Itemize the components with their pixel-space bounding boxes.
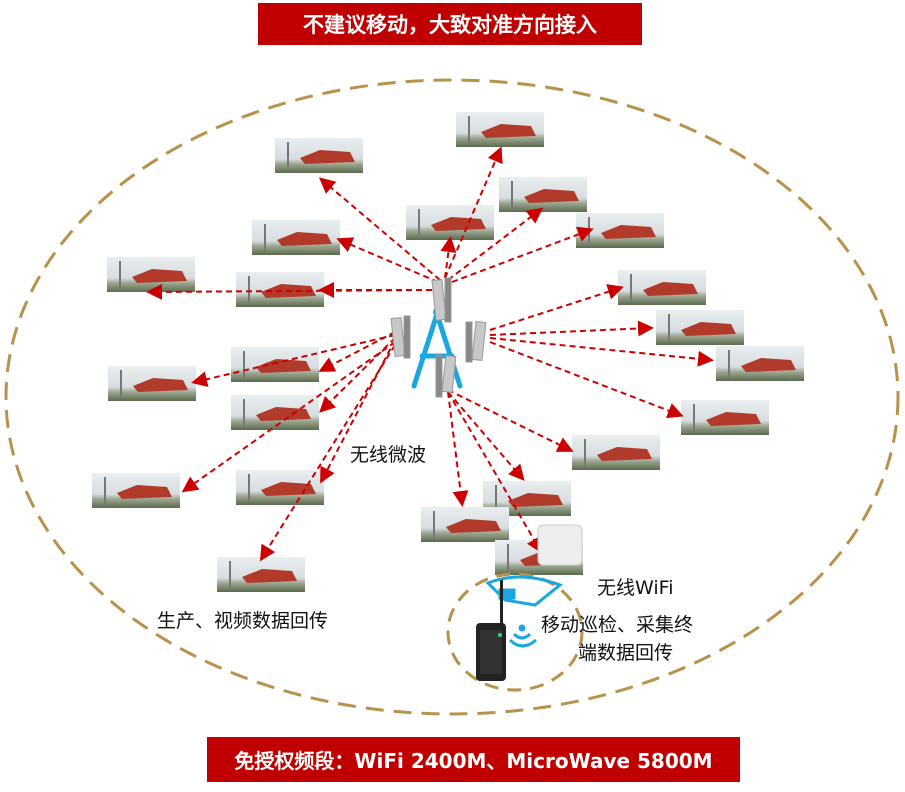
site-photo xyxy=(108,366,196,401)
site-photo xyxy=(231,395,319,430)
site-photo xyxy=(107,257,195,292)
production-label: 生产、视频数据回传 xyxy=(157,610,329,632)
link-arrow xyxy=(320,339,396,484)
site-photo xyxy=(618,270,706,305)
wifi-label: 无线WiFi xyxy=(597,577,674,599)
link-arrow xyxy=(489,341,684,419)
link-arrow xyxy=(336,237,439,283)
link-arrow xyxy=(146,283,433,300)
link-arrow xyxy=(318,177,441,281)
link-arrow xyxy=(319,337,396,413)
top-banner: 不建议移动，大致对准方向接入 xyxy=(258,3,642,45)
site-photo xyxy=(231,347,319,382)
site-photo xyxy=(275,138,363,173)
link-arrow xyxy=(451,226,594,283)
site-photo xyxy=(92,473,180,508)
link-arrow xyxy=(181,341,396,493)
mobile-label-line2: 端数据回传 xyxy=(578,642,674,664)
handheld-terminal-icon xyxy=(476,580,506,681)
site-photo xyxy=(716,346,804,381)
microwave-label: 无线微波 xyxy=(350,444,427,466)
site-photo xyxy=(406,205,494,240)
router-icon xyxy=(485,575,563,607)
link-arrow xyxy=(489,320,654,337)
site-photo xyxy=(572,435,660,470)
link-arrow xyxy=(440,236,457,279)
mobile-label-line1: 移动巡检、采集终 xyxy=(541,614,694,636)
tower-icon xyxy=(390,277,487,398)
site-photo xyxy=(217,557,305,592)
site-photo xyxy=(421,507,509,542)
bottom-banner: 免授权频段：WiFi 2400M、MicroWave 5800M xyxy=(207,737,740,782)
site-photo xyxy=(576,213,664,248)
site-photo xyxy=(252,220,340,255)
access-point-icon xyxy=(537,524,583,566)
link-arrow xyxy=(489,337,714,367)
link-arrow xyxy=(191,334,396,388)
site-photo xyxy=(236,470,324,505)
coverage-ellipse xyxy=(4,78,900,716)
link-arrow xyxy=(447,391,525,482)
site-photo xyxy=(499,177,587,212)
link-arrow xyxy=(489,284,624,331)
wifi-signal-icon xyxy=(508,624,537,648)
site-photo xyxy=(681,400,769,435)
site-photo xyxy=(656,310,744,345)
link-arrow xyxy=(447,389,574,452)
site-photo xyxy=(456,112,544,147)
link-arrow xyxy=(259,344,396,562)
link-arrow xyxy=(447,391,469,507)
link-arrow xyxy=(447,391,543,554)
link-arrow xyxy=(444,146,503,279)
wifi-coverage-ellipse xyxy=(446,572,584,692)
site-photo xyxy=(236,272,324,307)
